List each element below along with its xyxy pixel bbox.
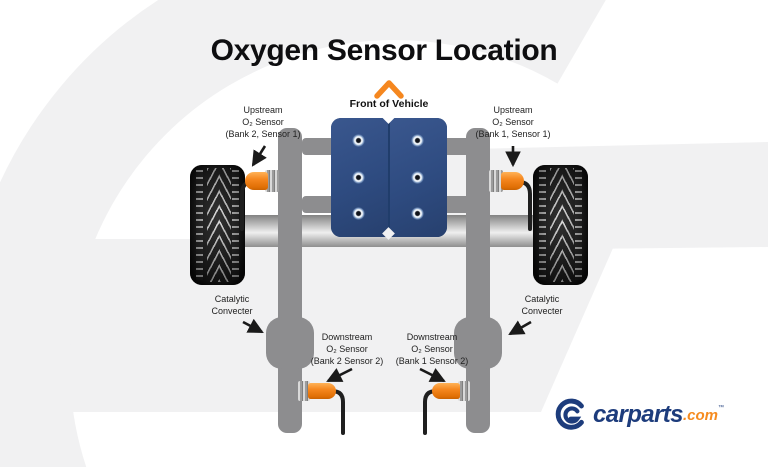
- engine-bolt: [352, 134, 365, 147]
- sensor-nut: [265, 170, 279, 192]
- label-catalytic-left: Catalytic Convecter: [211, 294, 253, 316]
- exhaust-pipe-right: [466, 128, 490, 433]
- trademark-symbol: ™: [717, 405, 724, 411]
- sensor-nut: [298, 381, 310, 401]
- tire-right: [533, 165, 588, 285]
- sensor-wire: [330, 389, 345, 435]
- sensor-nut: [489, 170, 503, 192]
- manifold-stub: [302, 138, 332, 155]
- pointer-arrow: [242, 318, 264, 334]
- tire-left: [190, 165, 245, 285]
- engine-bolt: [352, 207, 365, 220]
- brand-name: carparts: [593, 401, 684, 428]
- label-upstream-bank2: Upstream O₂ Sensor (Bank 2, Sensor 1): [225, 105, 301, 139]
- label-downstream-bank2: Downstream O₂ Sensor (Bank 2 Sensor 2): [310, 332, 384, 366]
- engine-block: [331, 118, 447, 237]
- manifold-stub: [446, 196, 476, 213]
- upstream-o2-sensor-bank2: [245, 172, 268, 190]
- pointer-arrow: [326, 367, 353, 383]
- label-upstream-bank1: Upstream O₂ Sensor (Bank 1, Sensor 1): [475, 105, 551, 139]
- page-title: Oxygen Sensor Location: [210, 34, 558, 67]
- downstream-o2-sensor-bank1: [432, 383, 460, 399]
- sensor-nut: [458, 381, 470, 401]
- downstream-o2-sensor-bank2: [308, 383, 336, 399]
- pointer-arrow: [508, 320, 532, 336]
- engine-bolt: [352, 171, 365, 184]
- tire-sheen: [190, 165, 245, 285]
- upstream-o2-sensor-bank1: [501, 172, 524, 190]
- pointer-arrow: [251, 145, 267, 167]
- label-downstream-bank1: Downstream O₂ Sensor (Bank 1 Sensor 2): [395, 332, 469, 366]
- chevron-up-icon: [374, 80, 404, 99]
- manifold-stub: [446, 138, 476, 155]
- catalytic-converter-left: [266, 317, 314, 369]
- engine-bolt: [411, 134, 424, 147]
- label-catalytic-right: Catalytic Convecter: [521, 294, 563, 316]
- pointer-arrow: [419, 367, 446, 383]
- front-of-vehicle-label: Front of Vehicle: [349, 98, 429, 110]
- catalytic-converter-right: [454, 317, 502, 369]
- manifold-stub: [302, 196, 332, 213]
- tire-sheen: [533, 165, 588, 285]
- engine-bolt: [411, 207, 424, 220]
- engine-bolt: [411, 171, 424, 184]
- brand-tld: .com: [682, 406, 718, 424]
- carparts-c-icon: [555, 398, 584, 430]
